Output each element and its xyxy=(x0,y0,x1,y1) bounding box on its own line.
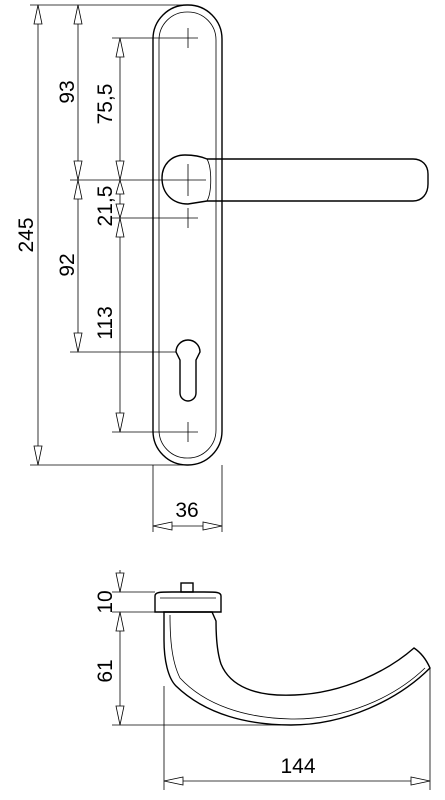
dim-handle-to-screw: 21,5 xyxy=(94,186,117,227)
spindle-stub xyxy=(180,582,194,593)
cylinder-keyhole xyxy=(175,339,201,402)
side-view: 10 61 144 xyxy=(94,570,431,790)
dim-plate-width: 36 xyxy=(175,499,198,522)
lever-handle-side-inner xyxy=(169,614,426,720)
screw-middle-icon xyxy=(178,208,198,228)
dim-handle-to-cylinder: 92 xyxy=(56,253,79,276)
lever-handle-side xyxy=(163,611,431,726)
extension-lines-side xyxy=(112,591,431,790)
dim-handle-height: 61 xyxy=(94,659,117,682)
dim-top-to-handle: 93 xyxy=(56,80,79,103)
dim-top-screw-to-handle: 75,5 xyxy=(94,84,117,125)
lever-handle-neck xyxy=(206,158,212,202)
rose-profile xyxy=(154,591,222,613)
lever-handle-front xyxy=(161,154,429,205)
dim-rose-thickness: 10 xyxy=(94,590,117,613)
extension-lines xyxy=(30,4,223,532)
screw-top-icon xyxy=(178,28,198,48)
backplate-outline xyxy=(152,4,223,466)
screw-handle-icon xyxy=(170,164,206,196)
front-view: 245 93 75,5 21,5 92 113 36 xyxy=(15,4,429,532)
dimension-lines-side xyxy=(119,570,430,782)
dim-total-height: 245 xyxy=(15,217,38,252)
arrowheads-front xyxy=(33,4,223,531)
screw-bottom-icon xyxy=(178,422,198,442)
backplate-inner-edge xyxy=(158,11,217,459)
dim-screw-spacing: 113 xyxy=(94,306,117,339)
dim-handle-length: 144 xyxy=(280,755,315,778)
arrowheads-side xyxy=(115,572,431,786)
